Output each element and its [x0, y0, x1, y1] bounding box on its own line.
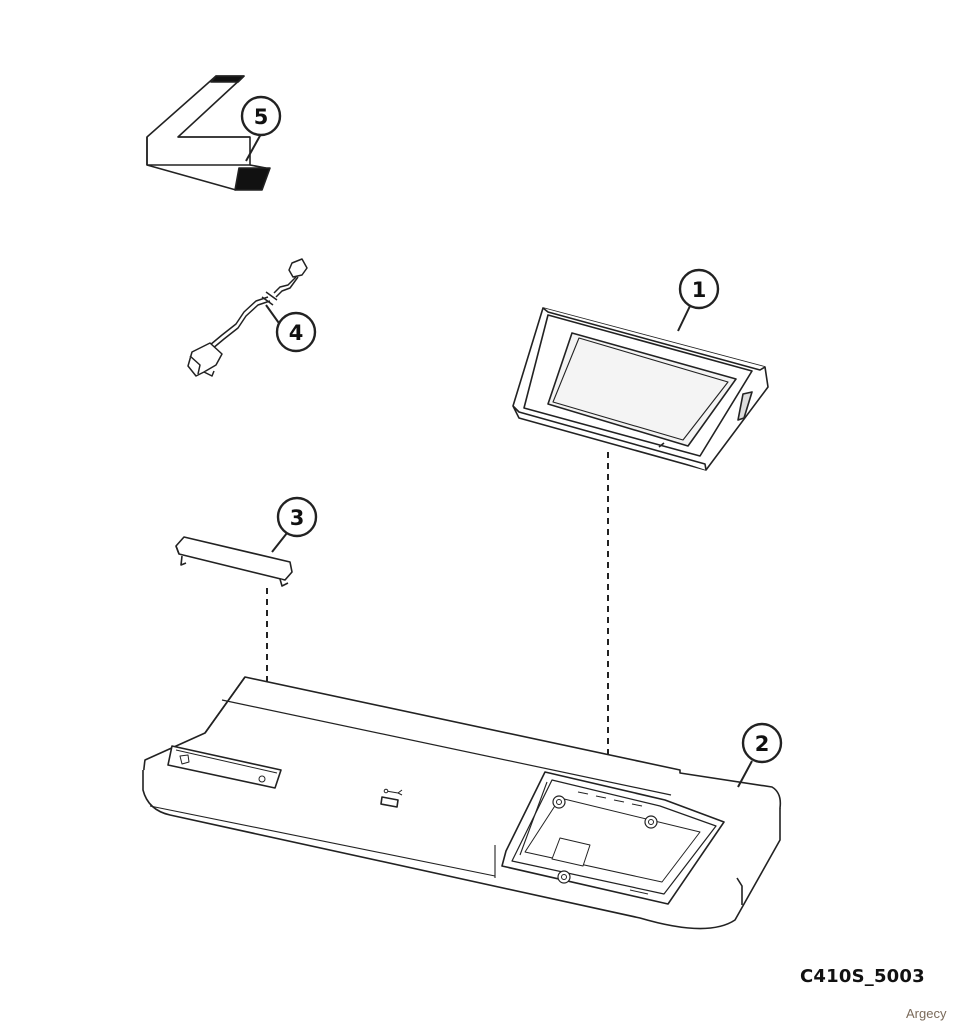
alignment-lines — [266, 452, 609, 830]
operator-panel-base — [142, 676, 782, 930]
callout-3: 3 — [271, 496, 318, 553]
callout-4: 4 — [265, 304, 317, 353]
watermark-text: Argecy — [906, 1006, 947, 1021]
flat-ribbon-cable — [146, 75, 271, 191]
callout-3-number: 3 — [290, 506, 305, 530]
callout-5-number: 5 — [254, 105, 269, 129]
usb-cable-assembly — [187, 258, 308, 377]
usb-port-cover — [175, 536, 293, 587]
touchscreen-display-panel — [512, 307, 769, 471]
callout-2: 2 — [737, 722, 783, 788]
callout-4-number: 4 — [289, 321, 304, 345]
figure-id-label: C410S_5003 — [800, 966, 925, 987]
callout-1: 1 — [677, 268, 720, 332]
callout-1-number: 1 — [692, 278, 707, 302]
callout-5: 5 — [240, 95, 282, 162]
callout-2-number: 2 — [755, 732, 770, 756]
